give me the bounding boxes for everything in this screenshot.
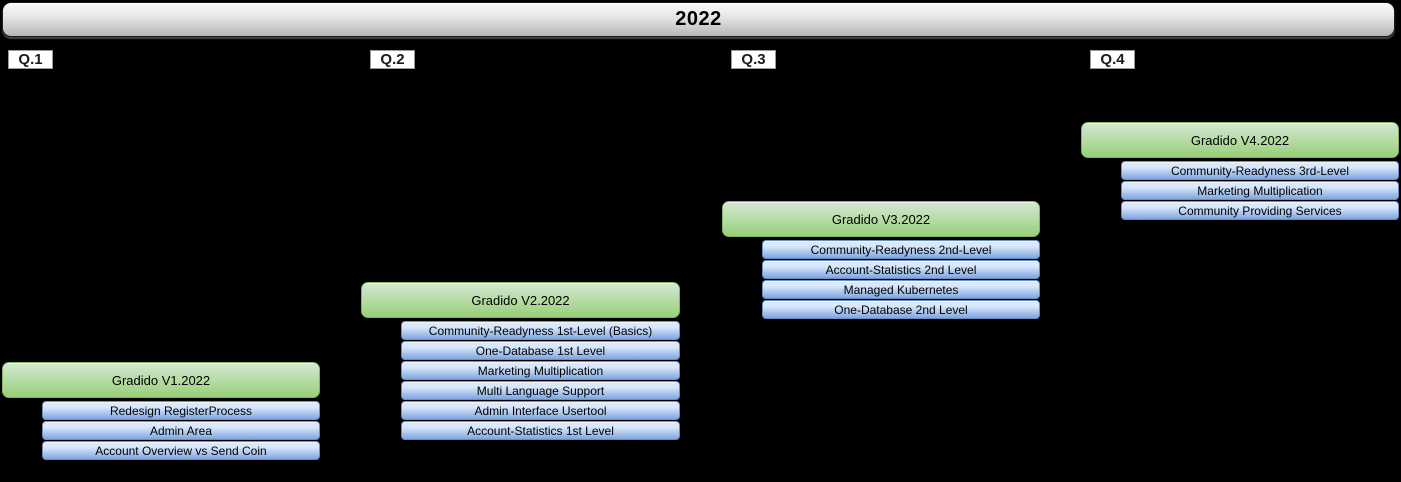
- release-item-list: Community-Readyness 1st-Level (Basics)On…: [401, 321, 680, 440]
- roadmap-group-q2: Gradido V2.2022 Community-Readyness 1st-…: [361, 282, 680, 440]
- roadmap-group-q3: Gradido V3.2022 Community-Readyness 2nd-…: [722, 201, 1040, 319]
- year-header-bar: 2022: [2, 2, 1395, 37]
- roadmap-group-q4: Gradido V4.2022 Community-Readyness 3rd-…: [1081, 122, 1399, 220]
- release-box-v3: Gradido V3.2022: [722, 201, 1040, 237]
- roadmap-item: Marketing Multiplication: [401, 361, 680, 380]
- quarter-label-q1: Q.1: [8, 50, 53, 69]
- roadmap-item: Marketing Multiplication: [1121, 181, 1399, 200]
- year-title: 2022: [675, 8, 722, 30]
- roadmap-item: Account-Statistics 2nd Level: [762, 260, 1040, 279]
- roadmap-item: Admin Area: [42, 421, 320, 440]
- release-box-v4: Gradido V4.2022: [1081, 122, 1399, 158]
- roadmap-group-q1: Gradido V1.2022 Redesign RegisterProcess…: [2, 362, 320, 460]
- release-box-v1: Gradido V1.2022: [2, 362, 320, 398]
- roadmap-item: One-Database 1st Level: [401, 341, 680, 360]
- quarter-label-q3: Q.3: [731, 50, 776, 69]
- quarter-label-q2: Q.2: [370, 50, 415, 69]
- roadmap-item: Managed Kubernetes: [762, 280, 1040, 299]
- roadmap-item: Admin Interface Usertool: [401, 401, 680, 420]
- roadmap-item: Community-Readyness 3rd-Level: [1121, 161, 1399, 180]
- release-box-v2: Gradido V2.2022: [361, 282, 680, 318]
- roadmap-item: Community-Readyness 1st-Level (Basics): [401, 321, 680, 340]
- roadmap-item: Community-Readyness 2nd-Level: [762, 240, 1040, 259]
- roadmap-item: Multi Language Support: [401, 381, 680, 400]
- roadmap-item: Account-Statistics 1st Level: [401, 421, 680, 440]
- roadmap-item: Community Providing Services: [1121, 201, 1399, 220]
- roadmap-item: Redesign RegisterProcess: [42, 401, 320, 420]
- quarter-label-q4: Q.4: [1090, 50, 1135, 69]
- roadmap-item: One-Database 2nd Level: [762, 300, 1040, 319]
- roadmap-item: Account Overview vs Send Coin: [42, 441, 320, 460]
